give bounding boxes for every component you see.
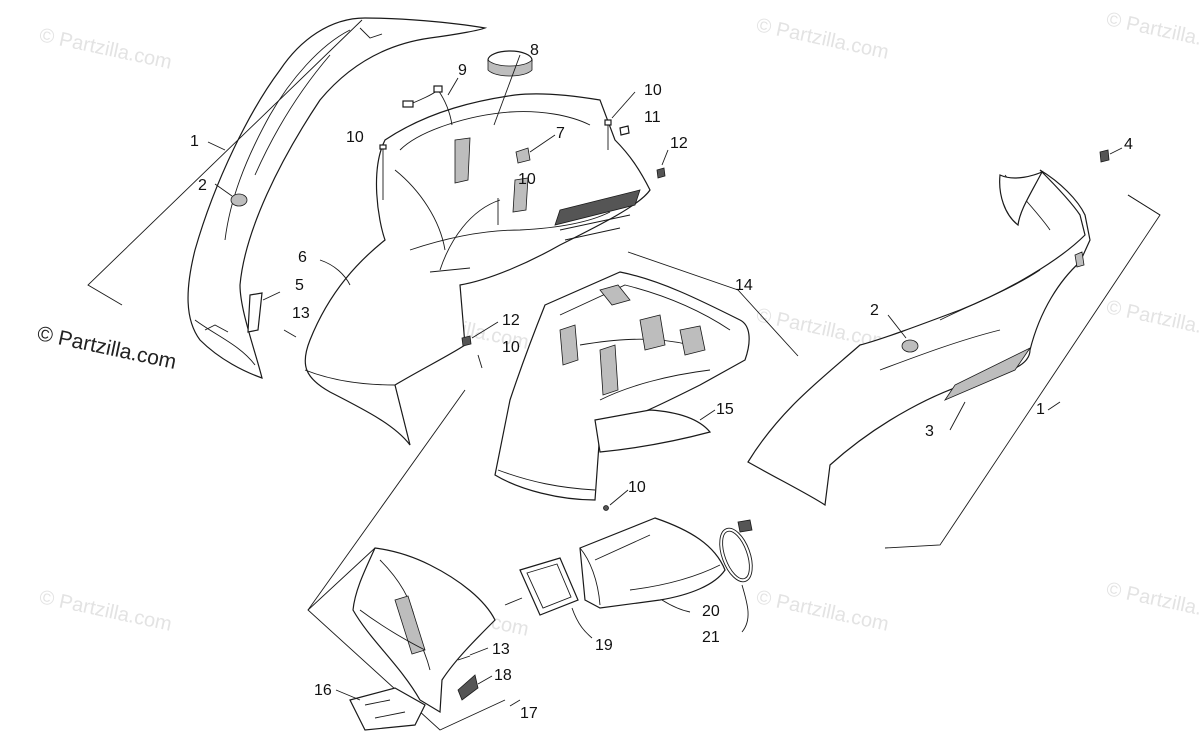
svg-text:1: 1 <box>190 133 199 150</box>
wire-harness-part-9[interactable] <box>402 85 453 126</box>
front-hood-body[interactable] <box>304 93 651 446</box>
screw-part-10-d[interactable] <box>477 354 483 369</box>
callout-12-mid: 12 <box>502 312 520 329</box>
storage-bin-part-14[interactable] <box>494 271 750 501</box>
callout-12-top: 12 <box>670 135 688 152</box>
right-side-panel[interactable] <box>747 169 1091 507</box>
callout-2-left: 2 <box>198 177 207 194</box>
callout-1-left: 1 <box>190 133 199 150</box>
decal-part-3[interactable] <box>943 346 1032 401</box>
callout-10-e: 10 <box>628 479 646 496</box>
callout-6: 6 <box>298 249 307 266</box>
callout-10-a: 10 <box>346 129 364 146</box>
callout-21: 21 <box>702 629 720 646</box>
screw-part-10-b[interactable] <box>604 119 612 150</box>
callout-5: 5 <box>295 277 304 294</box>
callout-13-top: 13 <box>292 305 310 322</box>
callout-17: 17 <box>520 705 538 722</box>
screw-part-13-lower[interactable] <box>457 655 471 661</box>
callout-10-b: 10 <box>644 82 662 99</box>
clip-part-12-mid[interactable] <box>461 335 472 347</box>
clip-part-12-top[interactable] <box>656 167 666 179</box>
callout-14: 14 <box>735 277 753 294</box>
air-duct-part-20[interactable] <box>579 517 726 609</box>
callout-15: 15 <box>716 401 734 418</box>
clip-part-5[interactable] <box>247 292 263 333</box>
callout-3: 3 <box>925 423 934 440</box>
callout-20: 20 <box>702 603 720 620</box>
grommet-right[interactable] <box>901 339 919 353</box>
hose-clamp-part-21[interactable] <box>713 519 758 586</box>
lower-front-panel[interactable] <box>352 547 496 714</box>
callout-10-c: 10 <box>518 171 536 188</box>
bracket-part-7[interactable] <box>515 147 531 164</box>
callout-18: 18 <box>494 667 512 684</box>
callout-7: 7 <box>556 125 565 142</box>
callout-16: 16 <box>314 682 332 699</box>
gasket-part-19[interactable] <box>519 557 579 616</box>
callout-9: 9 <box>458 62 467 79</box>
callout-1-right: 1 <box>1036 401 1045 418</box>
callout-2-right: 2 <box>870 302 879 319</box>
left-side-panel[interactable] <box>187 17 488 379</box>
callout-11: 11 <box>644 109 661 126</box>
callout-13-lower: 13 <box>492 641 510 658</box>
nut-part-11[interactable] <box>619 125 630 136</box>
bracket-part-16[interactable] <box>349 687 426 731</box>
screw-part-10-a[interactable] <box>379 144 387 200</box>
callout-19: 19 <box>595 637 613 654</box>
callout-10-d: 10 <box>502 339 520 356</box>
callout-4: 4 <box>1124 136 1133 153</box>
cap-part-8[interactable] <box>487 50 533 77</box>
grommet-left[interactable] <box>230 193 248 207</box>
fastener-part-4[interactable] <box>1099 149 1110 163</box>
mat-part-15[interactable] <box>594 409 712 453</box>
screw-part-13-top[interactable] <box>283 329 297 338</box>
callout-8: 8 <box>530 42 539 59</box>
screw-part-10-e[interactable] <box>603 505 609 511</box>
plate-part-18[interactable] <box>457 674 479 701</box>
